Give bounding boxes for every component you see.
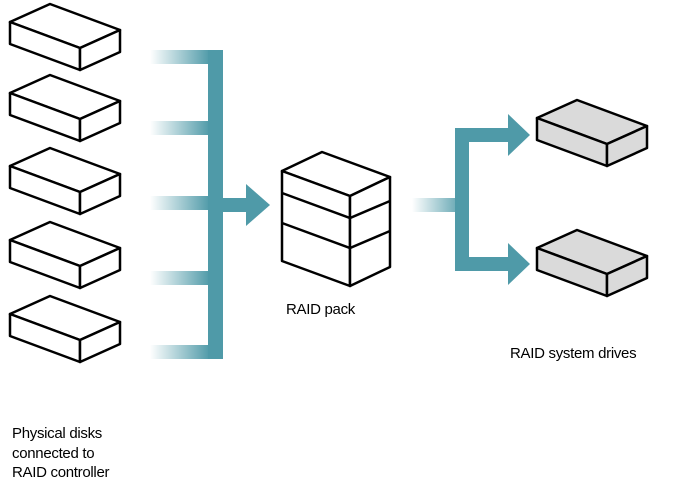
physical-disks-label: Physical disks connected to RAID control… — [12, 424, 110, 483]
physical-disk — [8, 220, 122, 290]
disk-bus — [208, 50, 223, 359]
slab-side — [78, 99, 122, 143]
physical-disk — [8, 146, 122, 216]
physical-disk — [8, 73, 122, 143]
physical-disk — [8, 294, 122, 364]
slab-side — [78, 172, 122, 216]
physical-disks-label-line: Physical disks — [12, 425, 102, 442]
raid-system-drive — [535, 98, 649, 168]
arrow-to-lower-drive — [508, 243, 530, 285]
arrow-to-upper-drive — [508, 114, 530, 156]
drive-bus — [455, 128, 469, 271]
disk-connector-stub — [150, 196, 210, 210]
raid-pack — [280, 150, 392, 288]
connectors-layer — [150, 50, 530, 359]
bus-to-pack-shaft — [222, 198, 250, 212]
raid-pack-side — [348, 175, 392, 288]
raid-pack-divider — [281, 191, 391, 220]
disk-connector-stub — [150, 345, 210, 359]
physical-disks-label-line: connected to — [12, 444, 95, 462]
disk-connector-stub — [150, 271, 210, 285]
lower-drive-shaft — [455, 257, 511, 271]
physical-disk — [8, 2, 122, 72]
disk-connector-stub — [150, 121, 210, 135]
boxes-layer — [8, 2, 649, 364]
raid-pack-label: RAID pack — [286, 301, 355, 318]
arrow-to-pack — [246, 184, 270, 226]
disk-connector-stub — [150, 50, 210, 64]
raid-pack-divider — [281, 221, 391, 250]
raid-system-drives-label: RAID system drives — [510, 345, 637, 362]
slab-side — [605, 254, 649, 298]
physical-disks-label-line: RAID controller — [12, 464, 110, 481]
pack-out-stub — [412, 198, 466, 212]
upper-drive-shaft — [455, 128, 511, 142]
slab-side — [78, 320, 122, 364]
slab-side — [605, 124, 649, 168]
raid-system-drive — [535, 228, 649, 298]
slab-side — [78, 28, 122, 72]
slab-side — [78, 246, 122, 290]
